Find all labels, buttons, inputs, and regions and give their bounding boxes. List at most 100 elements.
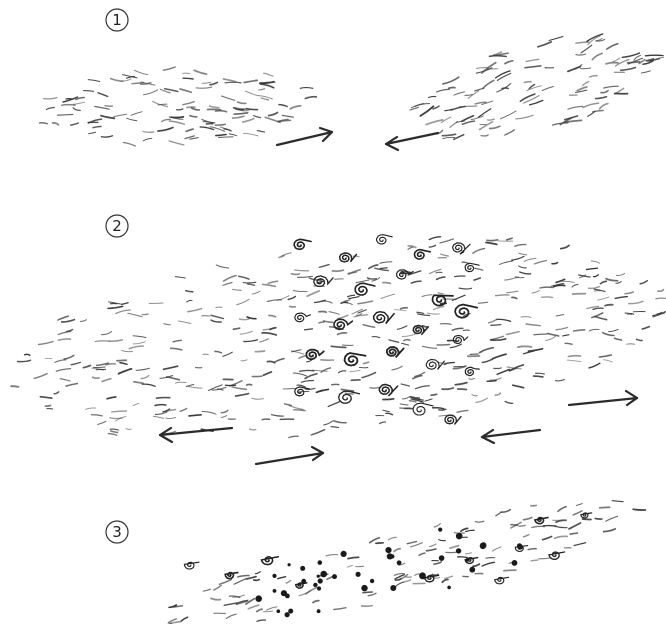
flow-stroke <box>211 320 221 322</box>
vortex-swirl <box>445 415 461 425</box>
flow-stroke <box>434 306 444 309</box>
flow-stroke <box>489 319 497 322</box>
flow-stroke <box>348 566 353 568</box>
flow-stroke <box>59 339 71 340</box>
flow-stroke <box>246 109 257 110</box>
flow-stroke <box>532 526 545 527</box>
flow-stroke <box>221 416 227 418</box>
flow-stroke <box>455 276 465 277</box>
flow-stroke <box>122 350 133 351</box>
vortex-swirl <box>379 384 397 396</box>
flow-stroke <box>589 363 600 368</box>
flow-stroke <box>260 84 273 88</box>
flow-stroke <box>450 344 461 348</box>
flow-stroke <box>394 549 400 552</box>
vortex-swirl <box>355 283 375 295</box>
flow-stroke <box>543 537 552 540</box>
flow-stroke <box>588 112 595 117</box>
flow-stroke <box>625 292 633 294</box>
flow-stroke <box>259 89 265 90</box>
flow-stroke <box>604 360 613 362</box>
vortex-dot <box>361 585 367 591</box>
flow-stroke <box>53 123 59 125</box>
flow-stroke <box>507 332 520 335</box>
flow-stroke <box>180 409 187 412</box>
flow-stroke <box>363 325 375 328</box>
flow-stroke <box>55 360 66 362</box>
vortex-dot <box>318 560 323 565</box>
flow-stroke <box>425 399 432 401</box>
flow-stroke <box>568 106 583 109</box>
vortex-dot <box>397 560 402 565</box>
flow-stroke <box>595 291 601 292</box>
flow-stroke <box>135 70 148 74</box>
flow-stroke <box>561 245 569 248</box>
flow-stroke <box>221 410 228 412</box>
flow-stroke <box>534 334 547 335</box>
flow-stroke <box>216 135 226 136</box>
flow-stroke <box>415 386 429 389</box>
flow-stroke <box>190 116 197 117</box>
flow-stroke <box>561 281 574 282</box>
flow-stroke <box>423 326 428 327</box>
flow-stroke <box>283 388 296 389</box>
vortex-dot <box>301 579 306 584</box>
flow-stroke <box>339 371 346 373</box>
vortex-dot <box>317 575 320 578</box>
flow-stroke <box>243 282 256 283</box>
panel-2-number: 2 <box>112 217 122 235</box>
flow-stroke <box>427 313 439 314</box>
flow-stroke <box>34 374 47 379</box>
flow-stroke <box>261 98 268 100</box>
flow-stroke <box>219 137 234 138</box>
flow-stroke <box>599 355 611 357</box>
flow-stroke <box>534 261 546 264</box>
flow-stroke <box>505 61 513 64</box>
flow-stroke <box>605 305 613 306</box>
flow-stroke <box>595 317 607 320</box>
flow-stroke <box>252 291 260 294</box>
vortex-swirl <box>433 295 454 305</box>
flow-stroke <box>466 553 472 554</box>
flow-stroke <box>606 63 618 64</box>
flow-stroke <box>504 570 516 571</box>
vortex-swirl <box>453 335 468 343</box>
flow-stroke <box>108 434 116 436</box>
flow-stroke <box>238 576 249 577</box>
flow-stroke <box>596 97 607 99</box>
flow-stroke <box>362 373 375 378</box>
flow-stroke <box>158 128 173 132</box>
flow-stroke <box>372 337 380 338</box>
flow-stroke <box>496 513 500 516</box>
flow-stroke <box>487 381 496 382</box>
vortex-swirl <box>294 239 311 249</box>
flow-stroke <box>458 557 468 558</box>
flow-stroke <box>616 282 621 284</box>
flow-stroke <box>482 562 494 566</box>
flow-stroke <box>434 562 442 564</box>
flow-stroke <box>405 580 411 582</box>
flow-stroke <box>143 132 154 133</box>
vortex-swirl <box>535 518 548 524</box>
flow-stroke <box>102 332 112 335</box>
flow-stroke <box>407 542 416 544</box>
flow-stroke <box>264 372 272 375</box>
flow-stroke <box>268 361 275 362</box>
flow-stroke <box>408 247 413 249</box>
flow-stroke <box>395 582 404 587</box>
flow-stroke <box>478 302 487 303</box>
vortex-dot <box>320 571 327 578</box>
flow-stroke <box>488 119 495 120</box>
flow-stroke <box>640 281 647 284</box>
flow-stroke <box>520 272 531 274</box>
flow-stroke <box>452 328 463 330</box>
flow-stroke <box>628 62 640 63</box>
flow-stroke <box>645 55 663 56</box>
flow-stroke <box>334 608 346 610</box>
flow-stroke <box>58 316 68 320</box>
flow-stroke <box>370 388 379 389</box>
flow-stroke <box>507 291 518 293</box>
flow-stroke <box>358 301 373 304</box>
vortex-dot <box>390 585 396 591</box>
flow-stroke <box>436 272 442 273</box>
